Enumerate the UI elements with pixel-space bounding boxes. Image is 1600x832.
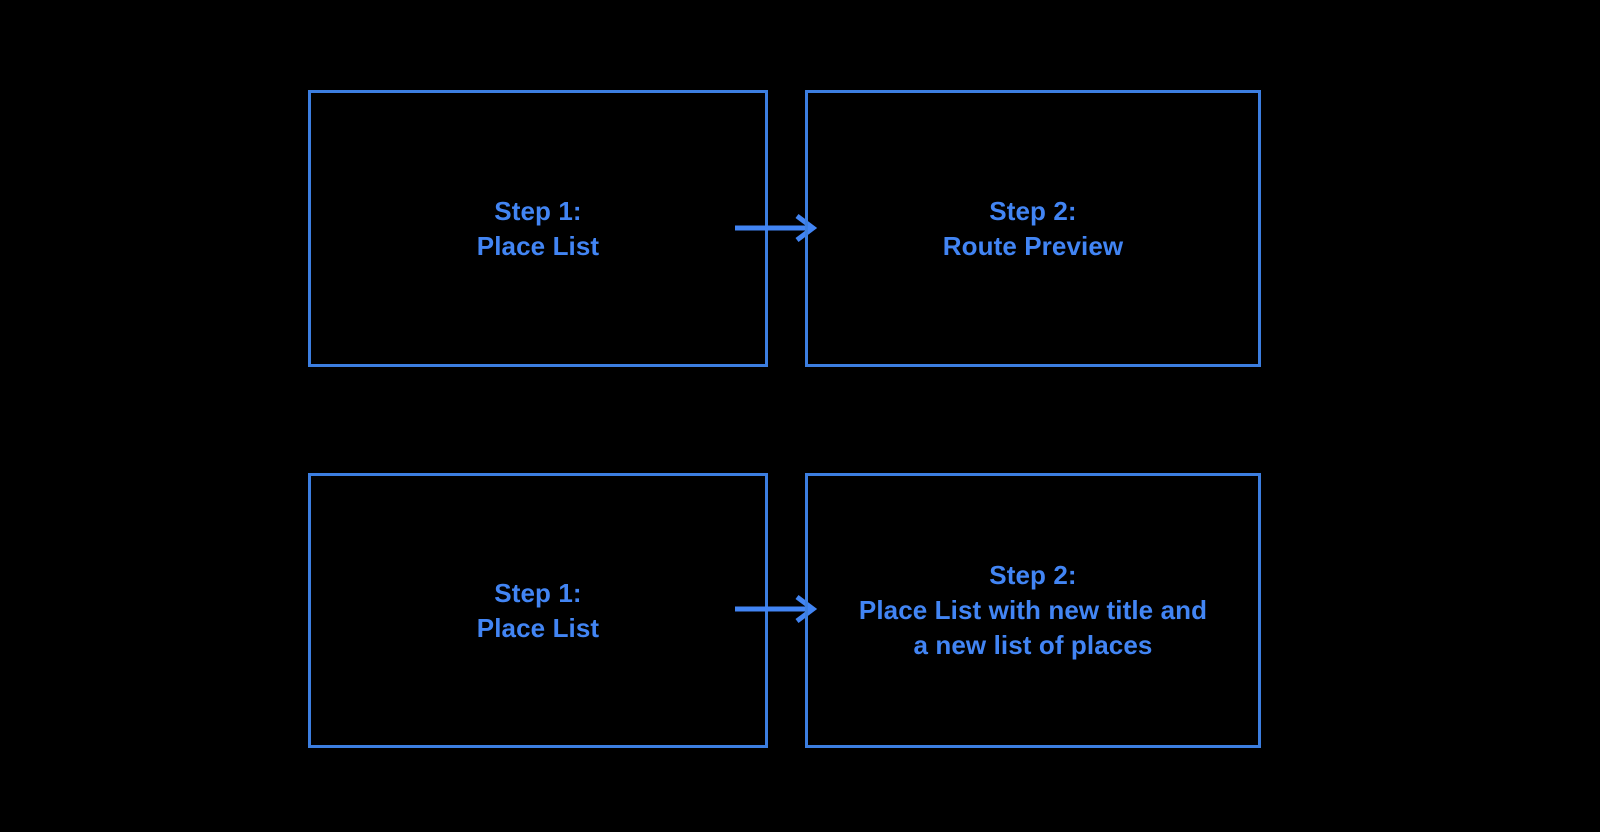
step-box-step-1-place-list-top[interactable]: Step 1: Place List <box>308 90 768 367</box>
step-box-label: Step 2: Route Preview <box>942 195 1124 261</box>
flow-row-route-preview: Step 1: Place List Step 2: Route Preview <box>0 88 1600 368</box>
step-box-step-2-route-preview[interactable]: Step 2: Route Preview <box>805 90 1261 367</box>
flow-row-place-list-update: Step 1: Place List Step 2: Place List wi… <box>0 471 1600 751</box>
step-box-step-2-place-list-updated[interactable]: Step 2: Place List with new title and a … <box>805 473 1261 748</box>
step-box-label: Step 1: Place List <box>476 577 600 643</box>
step-box-label: Step 1: Place List <box>476 195 600 261</box>
step-box-step-1-place-list-bottom[interactable]: Step 1: Place List <box>308 473 768 748</box>
step-box-label: Step 2: Place List with new title and a … <box>858 560 1208 660</box>
